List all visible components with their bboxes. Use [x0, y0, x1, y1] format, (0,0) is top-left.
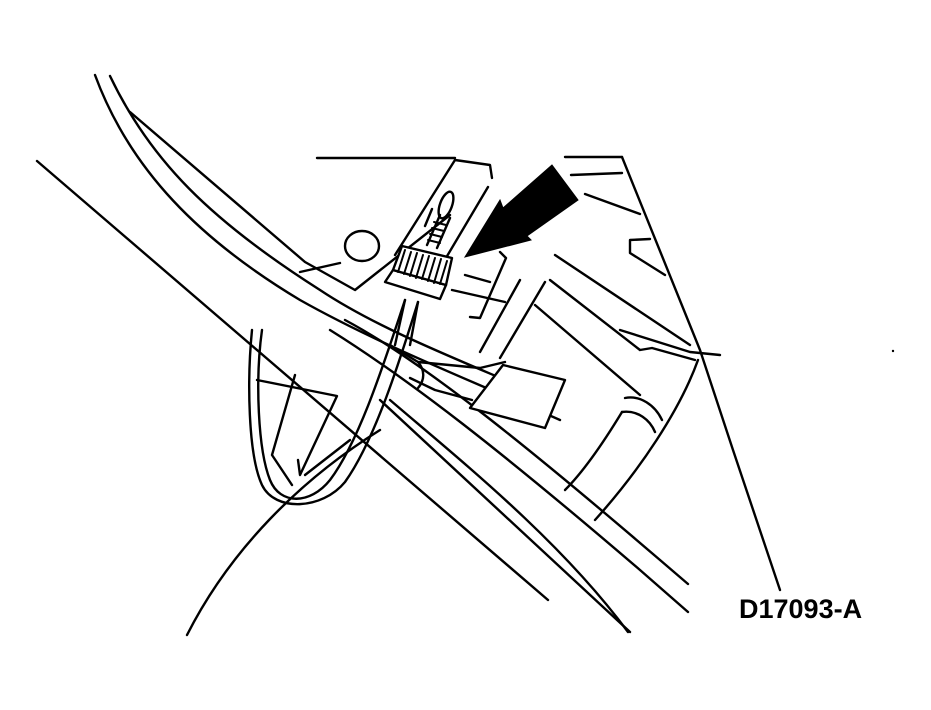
bracket-notch	[453, 158, 494, 180]
roller-left	[563, 410, 624, 492]
housing-right-curve	[593, 358, 700, 522]
rail-lower	[328, 328, 690, 614]
nut-bracket-line	[450, 288, 507, 304]
bracket-inner-diag	[438, 185, 490, 270]
left-housing-1	[255, 378, 339, 477]
clip-connector-lower	[408, 376, 474, 402]
callout-arrow-icon	[463, 164, 579, 258]
speck	[891, 349, 895, 353]
housing-line-1	[553, 253, 692, 347]
bracket-tab	[628, 237, 667, 277]
clip-connector	[388, 343, 507, 370]
left-housing-2	[270, 373, 297, 487]
bracket-right-slope	[583, 192, 642, 216]
rail-upper	[343, 318, 690, 586]
cable-inner	[248, 300, 420, 506]
housing-line-6	[533, 303, 642, 397]
leader-line	[620, 155, 782, 592]
bracket-ledge	[463, 273, 492, 284]
rail-bottom	[388, 398, 630, 634]
housing-line-5	[498, 280, 547, 360]
bracket-inner-vert	[468, 250, 508, 320]
lower-arc	[185, 428, 382, 637]
housing-line-3	[618, 328, 722, 357]
housing-line-4	[478, 278, 522, 354]
bracket-right-inner	[569, 171, 624, 177]
knurled-adjuster-nut	[383, 244, 454, 301]
bracket-hole	[343, 229, 381, 263]
cable-sleeve-right	[408, 300, 420, 347]
clip-pad	[468, 363, 567, 430]
left-housing-3	[303, 438, 352, 477]
roller-lower	[620, 410, 657, 434]
clip-curve	[416, 360, 425, 390]
bracket-left-wall	[393, 158, 457, 257]
curved-channel-outer	[93, 73, 562, 422]
lower-long-diagonal	[378, 398, 632, 634]
cable-threaded-end	[423, 190, 455, 250]
roller-top	[623, 396, 664, 422]
cable-sleeve-left	[393, 298, 407, 347]
channel-step	[298, 261, 342, 274]
cable-outer	[257, 298, 407, 500]
curved-channel-inner	[108, 74, 542, 397]
housing-line-2	[548, 278, 697, 362]
figure-id-label: D17093-A	[739, 594, 863, 624]
